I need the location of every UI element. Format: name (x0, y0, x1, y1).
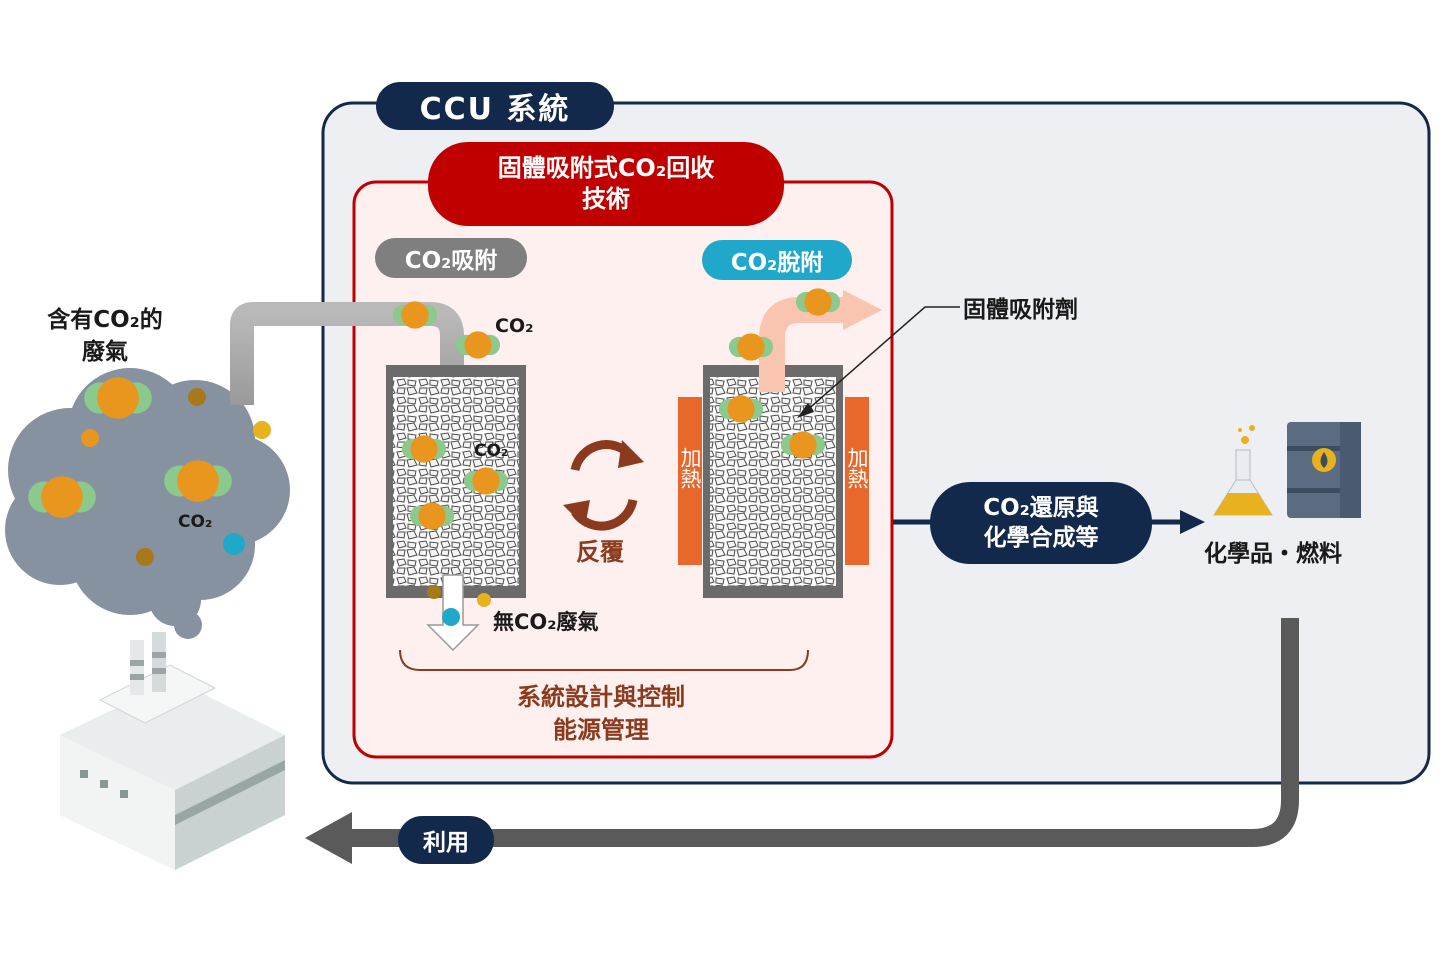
particle (427, 585, 441, 599)
co2-molecule (795, 288, 841, 316)
co2-molecule (392, 301, 438, 329)
desorption-label: CO₂脫附 (702, 240, 852, 280)
system-design-bracket (399, 649, 809, 671)
solid-adsorbent-label: 固體吸附劑 (963, 297, 1078, 323)
utilization-arrowhead (305, 812, 352, 864)
repeat-label: 反覆 (576, 538, 624, 566)
system-design-line2: 能源管理 (553, 716, 649, 744)
co2-molecule (728, 333, 774, 361)
reduction-synthesis-pill: CO₂還原與 化學合成等 (930, 482, 1152, 564)
heating-label-right: 加熱 (845, 447, 869, 489)
particle (188, 388, 206, 406)
exhaust-label-line2: 廢氣 (82, 339, 128, 365)
system-design-label: 系統設計與控制 能源管理 (470, 681, 732, 747)
exhaust-label-line1: 含有CO₂的 (47, 307, 163, 333)
heater-left (678, 397, 702, 565)
utilization-return-path (345, 618, 1299, 847)
desorption-label-text: CO₂脫附 (730, 250, 824, 276)
co2-molecule (463, 467, 509, 495)
particle (223, 533, 245, 555)
output-arrowhead (1180, 510, 1205, 534)
exhaust-label: 含有CO₂的 廢氣 (20, 304, 190, 368)
co2-molecule (28, 476, 96, 518)
co2-tag-cloud: CO₂ (178, 512, 213, 532)
co2-molecule (780, 431, 826, 459)
utilization-pill: 利用 (398, 816, 494, 864)
repeat-arrowhead-1 (618, 440, 644, 468)
reduction-line1: CO₂還原與 (983, 495, 1099, 521)
co2-molecule (718, 395, 764, 423)
flask-icon (1213, 425, 1273, 516)
adsorbent-pointer-line (804, 306, 960, 413)
co2-free-exhaust-label: 無CO₂廢氣 (493, 610, 599, 634)
particle (253, 421, 271, 439)
particle (81, 429, 99, 447)
co2-molecule (401, 435, 447, 463)
co2-molecule (455, 331, 501, 359)
ccu-system-title-text: CCU 系統 (419, 92, 571, 127)
desorption-column (703, 365, 843, 598)
co2-molecule (84, 377, 152, 419)
particle (442, 608, 460, 626)
adsorption-label: CO₂吸附 (375, 238, 527, 278)
co2-molecule (164, 460, 232, 502)
products-label: 化學品・燃料 (1204, 541, 1342, 567)
system-design-line1: 系統設計與控制 (517, 683, 685, 711)
factory-illustration (60, 632, 285, 870)
adsorbent-pointer-head (797, 403, 814, 418)
exhaust-pipe (230, 302, 464, 405)
capture-tech-title: 固體吸附式CO₂回收 技術 (428, 142, 784, 226)
utilization-label: 利用 (423, 830, 469, 856)
co2-tag-pipe: CO₂ (495, 315, 534, 337)
co2-molecule (409, 502, 455, 530)
particle (477, 593, 491, 607)
repeat-arrowhead-2 (563, 500, 590, 527)
heating-label-left: 加熱 (678, 447, 702, 489)
heater-right (845, 397, 869, 565)
particle (136, 548, 154, 566)
desorption-outlet-arrowhead (843, 290, 882, 330)
adsorption-label-text: CO₂吸附 (404, 248, 498, 274)
capture-tech-title-line1: 固體吸附式CO₂回收 (497, 154, 715, 182)
co2-molecules (28, 288, 841, 626)
capture-tech-title-line2: 技術 (582, 185, 630, 213)
barrel-icon (1287, 422, 1361, 518)
reduction-line2: 化學合成等 (983, 525, 1099, 551)
adsorption-column (386, 365, 526, 598)
ccu-system-title: CCU 系統 (376, 82, 614, 130)
co2-tag-column: CO₂ (474, 441, 509, 461)
